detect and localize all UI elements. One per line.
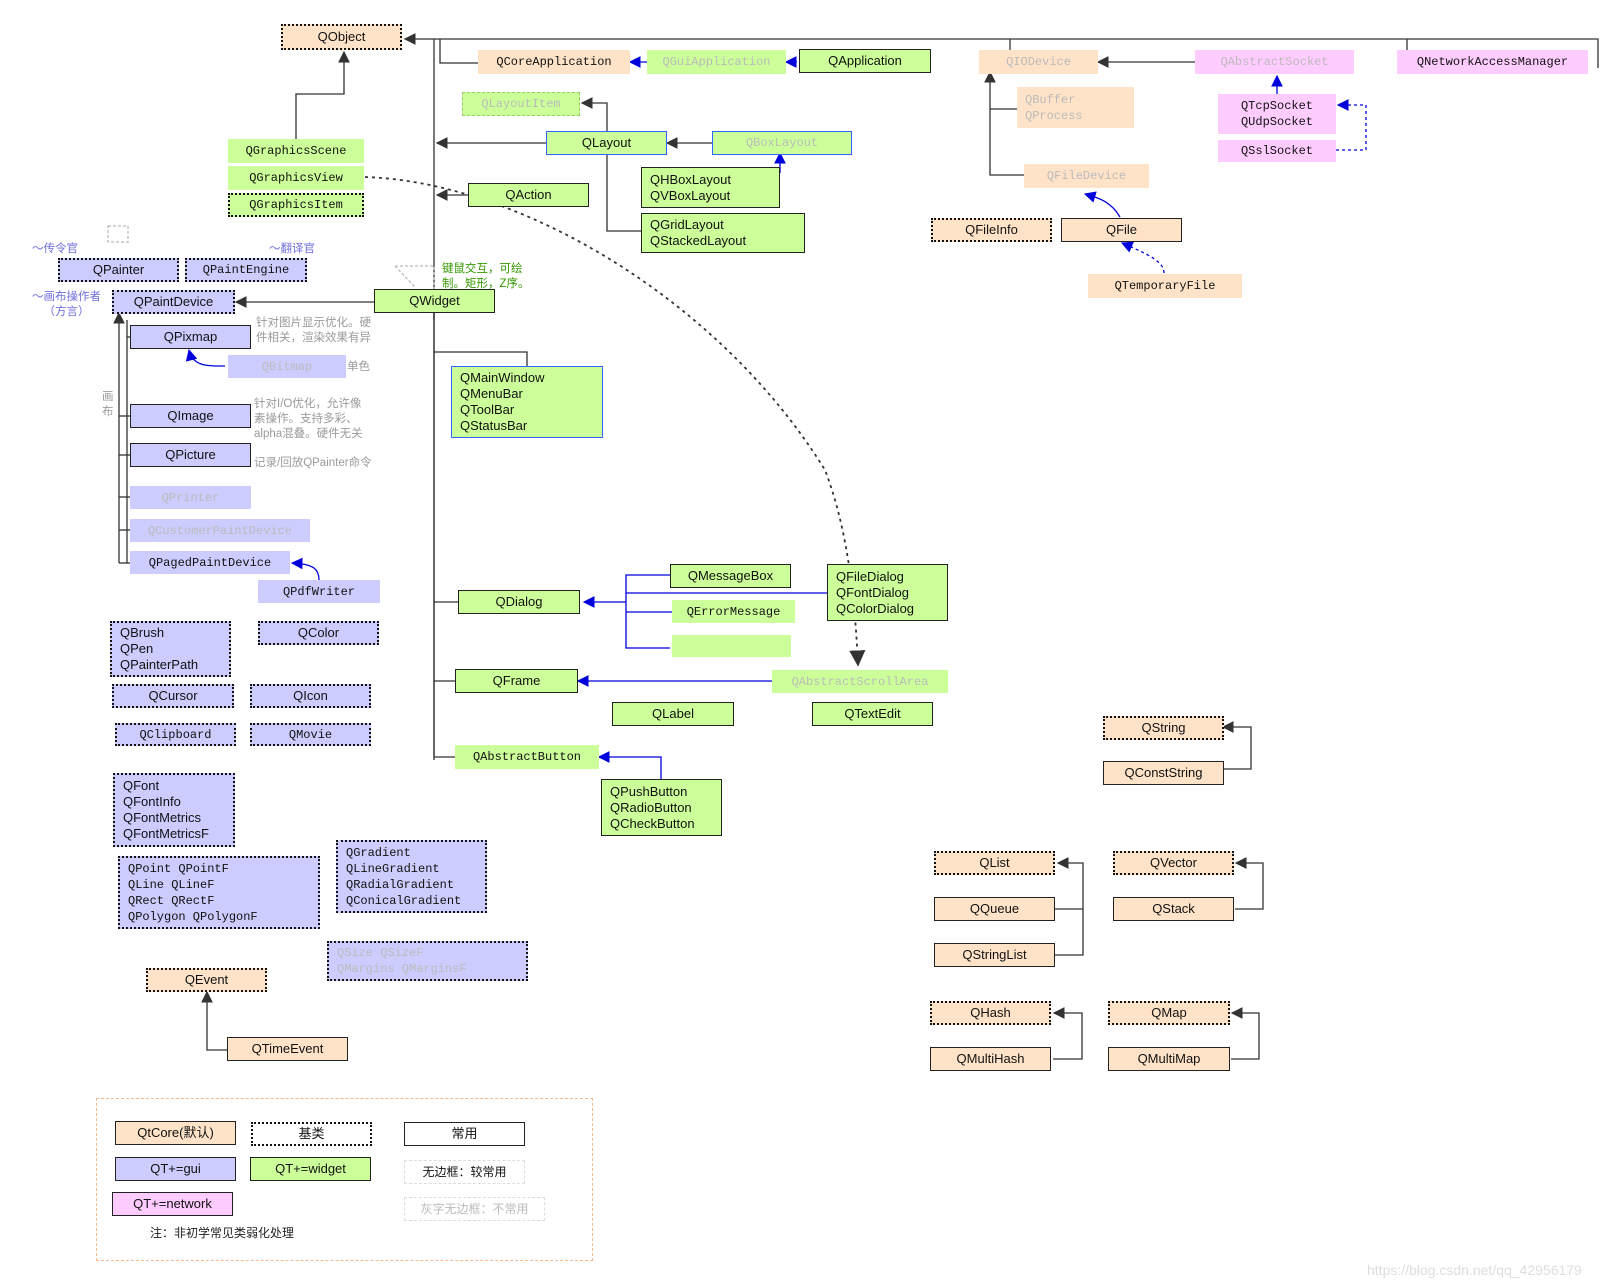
node-qclipboard: QClipboard [115,723,236,746]
node-qicon: QIcon [250,684,371,708]
node-blank-dialog-slot [672,635,791,657]
legend-widget: QT+=widget [250,1157,371,1181]
watermark: https://blog.csdn.net/qq_42956179 [1367,1262,1582,1278]
node-qmultihash: QMultiHash [930,1047,1051,1071]
note-fanyiguan: ～翻译官 [269,243,315,255]
node-qbitmap: QBitmap [228,355,346,378]
node-qmap: QMap [1108,1001,1230,1025]
node-qstring: QString [1103,716,1224,740]
node-qbrush-group: QBrush QPen QPainterPath [110,621,231,677]
node-qpaintdevice: QPaintDevice [112,290,235,314]
legend-changyong: 常用 [404,1122,525,1146]
node-qgraphicsitem: QGraphicsItem [228,193,364,217]
node-qpushbutton-group: QPushButton QRadioButton QCheckButton [601,779,722,836]
node-qpoint-group: QPoint QPointF QLine QLineF QRect QRectF… [118,856,320,929]
node-qboxlayout: QBoxLayout [712,131,852,155]
node-qhash: QHash [930,1001,1051,1025]
node-qcustomerpaintdevice: QCustomerPaintDevice [130,519,310,542]
node-qfileinfo: QFileInfo [931,218,1052,242]
legend-jilei: 基类 [251,1122,372,1146]
legend-gui: QT+=gui [115,1157,236,1181]
node-qtemporaryfile: QTemporaryFile [1088,274,1242,298]
node-qgradient-group: QGradient QLineGradient QRadialGradient … [336,840,487,913]
node-qmovie: QMovie [250,723,371,746]
node-qnetworkaccessmanager: QNetworkAccessManager [1397,50,1588,74]
legend-note: 注：非初学常见类弱化处理 [150,1226,295,1240]
legend-qtcore: QtCore(默认) [115,1121,236,1145]
node-qapplication: QApplication [799,49,931,73]
note-image: 针对I/O优化，允许像 素操作。支持多彩、 alpha混叠。硬件无关 [254,398,363,440]
node-qmultimap: QMultiMap [1108,1047,1230,1071]
node-qconststring: QConstString [1103,761,1224,785]
note-huabu-caozuozhe: ～画布操作者 （方言） [32,291,101,318]
node-qpixmap: QPixmap [130,325,251,349]
node-qpicture: QPicture [130,443,251,467]
node-qcolor: QColor [258,621,379,645]
node-qfiledialog-group: QFileDialog QFontDialog QColorDialog [827,564,948,621]
node-qhboxlayout-qvboxlayout: QHBoxLayout QVBoxLayout [641,167,780,208]
node-qbuffer-qprocess: QBuffer QProcess [1017,87,1134,128]
node-qfile: QFile [1061,218,1182,242]
node-qsize-group: QSize QSizeF QMargins QMarginsF [327,941,528,981]
node-qpainter: QPainter [58,258,179,282]
node-qprinter: QPrinter [130,486,251,509]
node-qabstractscrollarea: QAbstractScrollArea [772,670,948,693]
node-qevent: QEvent [146,968,267,992]
node-qpagedpaintdevice: QPagedPaintDevice [130,551,290,574]
legend-box [96,1098,593,1261]
node-qgraphicsscene: QGraphicsScene [228,139,364,163]
node-qpdfwriter: QPdfWriter [258,580,380,603]
node-qstringlist: QStringList [934,943,1055,967]
node-qimage: QImage [130,404,251,428]
node-qerrormessage: QErrorMessage [672,600,795,623]
node-qtextedit: QTextEdit [812,702,933,726]
node-qdialog: QDialog [458,590,580,614]
node-qsslsocket: QSslSocket [1218,140,1336,162]
node-qiodevice: QIODevice [979,50,1098,74]
legend-wubiankuang: 无边框：较常用 [404,1160,525,1184]
node-qgridlayout-qstackedlayout: QGridLayout QStackedLayout [641,213,805,253]
node-qframe: QFrame [455,669,578,693]
legend-network: QT+=network [112,1192,233,1216]
note-qwidget: 键鼠交互，可绘 制。矩形，Z序。 [442,263,530,290]
node-qtcpsocket-qudpsocket: QTcpSocket QUdpSocket [1218,94,1336,134]
note-huabu: 画 布 [102,391,114,418]
node-qmessagebox: QMessageBox [670,564,791,588]
node-qabstractbutton: QAbstractButton [455,745,599,769]
node-qlayoutitem: QLayoutItem [462,92,580,116]
node-qobject: QObject [281,24,402,50]
node-qfont-group: QFont QFontInfo QFontMetrics QFontMetric… [113,773,235,847]
node-qqueue: QQueue [934,897,1055,921]
node-qfiledevice: QFileDevice [1024,164,1149,188]
node-qguiapplication: QGuiApplication [647,50,786,74]
legend-huizi: 灰字无边框：不常用 [404,1197,545,1221]
note-pixmap: 针对图片显示优化。硬 件相关，渲染效果有异 [256,317,371,344]
node-qcoreapplication: QCoreApplication [478,50,630,74]
node-qcursor: QCursor [112,684,234,708]
node-qaction: QAction [468,183,589,207]
node-qgraphicsview: QGraphicsView [228,166,364,190]
node-qstack: QStack [1113,897,1234,921]
node-qmainwindow-group: QMainWindow QMenuBar QToolBar QStatusBar [451,366,603,438]
node-qlayout: QLayout [546,131,667,155]
node-qvector: QVector [1113,851,1234,875]
note-chuanlingguan: ～传令官 [32,243,78,255]
node-qpaintengine: QPaintEngine [185,258,307,282]
node-qabstractsocket: QAbstractSocket [1195,50,1354,74]
node-qwidget: QWidget [374,289,495,313]
node-qlabel: QLabel [612,702,734,726]
node-qtimeevent: QTimeEvent [227,1037,348,1061]
note-bitmap: 单色 [347,361,370,373]
note-picture: 记录/回放QPainter命令 [254,457,372,469]
node-qlist: QList [934,851,1055,875]
